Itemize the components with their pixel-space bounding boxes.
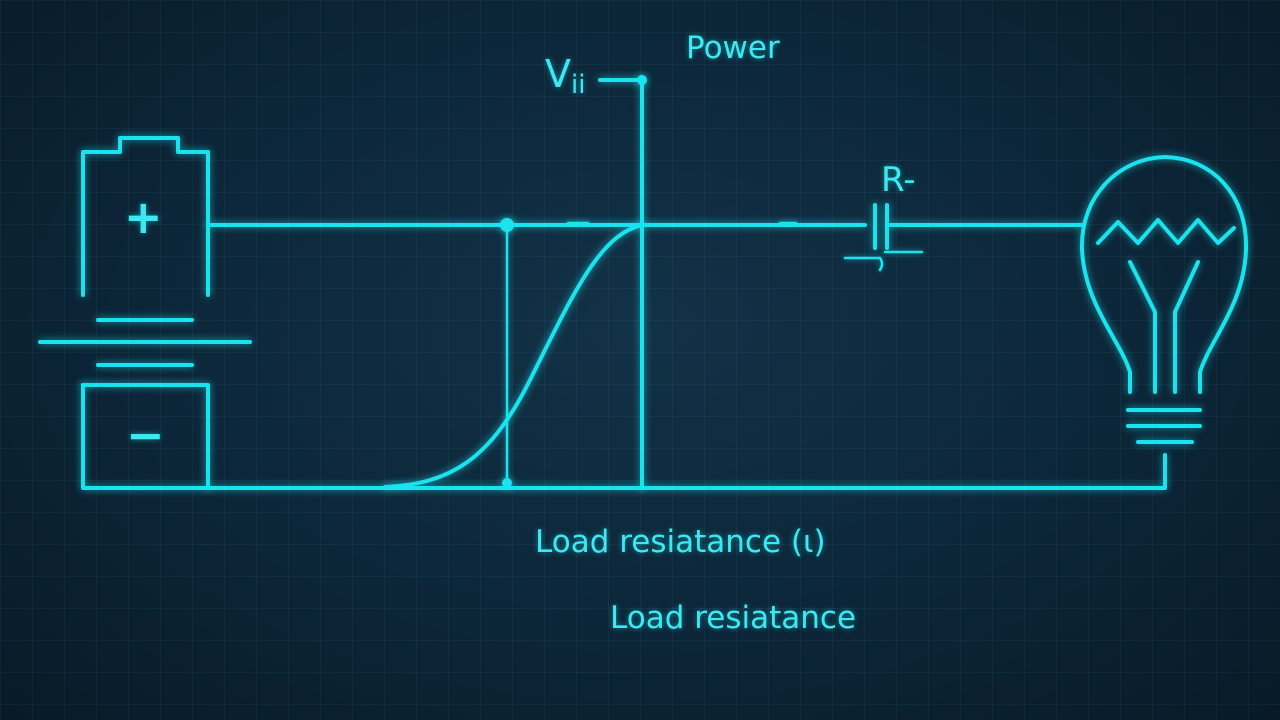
bulb-support-wires <box>1128 260 1200 394</box>
power-curve <box>383 223 644 489</box>
bottom-wire <box>81 383 1167 490</box>
voltage-subscript: ii <box>571 70 586 100</box>
probe-point-top <box>637 75 647 85</box>
load-resistance-title: Load resiatance <box>610 600 857 636</box>
battery-bottom-cell <box>81 383 210 490</box>
voltage-symbol: V <box>545 52 571 96</box>
power-label: Power <box>686 30 780 66</box>
junction-dot-bottom <box>502 478 512 488</box>
bulb-filament <box>1096 218 1236 245</box>
battery-icon <box>38 136 252 490</box>
battery-top-cell <box>81 136 210 297</box>
capacitor-lead <box>843 250 924 272</box>
battery-plus-sign: + <box>124 190 163 244</box>
capacitor-icon <box>843 203 924 272</box>
light-bulb-icon <box>1079 155 1249 444</box>
load-resistance-caption: Load resiatance (ι) <box>535 524 826 560</box>
junction-dot-top <box>500 218 514 232</box>
voltage-label: Vii <box>545 52 585 100</box>
resistor-label: R- <box>881 160 916 200</box>
bulb-glass <box>1079 155 1249 394</box>
battery-minus-sign: − <box>126 408 165 462</box>
voltage-probe-line <box>598 78 644 490</box>
